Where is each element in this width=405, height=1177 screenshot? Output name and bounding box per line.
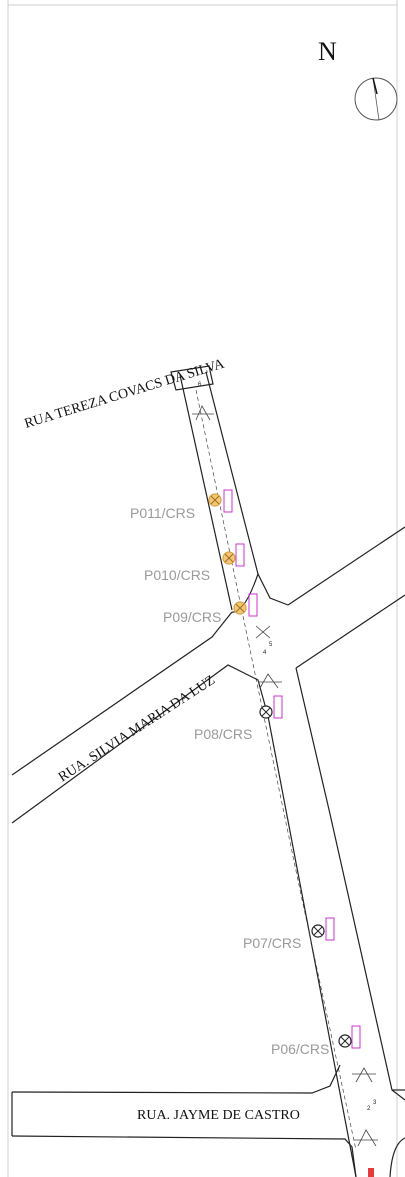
span-number: 3 <box>373 1100 377 1106</box>
pole-tag <box>273 695 283 719</box>
pole-symbol-existing-icon <box>233 601 247 615</box>
pole-tag <box>325 917 335 941</box>
north-arrow-icon <box>354 77 398 121</box>
span-number: 4 <box>263 650 267 656</box>
pole-symbol-planned-icon <box>259 705 273 719</box>
street-label-jayme: RUA. JAYME DE CASTRO <box>137 1108 300 1123</box>
pole-label: P08/CRS <box>194 726 252 742</box>
pole-tag <box>235 543 245 567</box>
pole-label: P011/CRS <box>130 505 195 521</box>
pole-label: P06/CRS <box>271 1041 329 1057</box>
anchor-symbol-icon <box>192 405 214 421</box>
pole-label: P09/CRS <box>163 609 221 625</box>
pole-symbol-existing-icon <box>208 493 222 507</box>
pole-symbol-existing-icon <box>222 551 236 565</box>
pole-tag <box>351 1025 361 1049</box>
pole-label: P07/CRS <box>243 935 301 951</box>
anchor-symbol-icon <box>352 1067 376 1083</box>
anchor-symbol-icon <box>255 625 271 639</box>
pole-symbol-planned-icon <box>311 924 325 938</box>
edge-marker <box>368 1168 374 1177</box>
pole-tag <box>248 593 258 617</box>
anchor-symbol-icon <box>354 1129 378 1147</box>
street-label-tereza: RUA TEREZA COVACS DA SILVA <box>23 356 227 431</box>
pole-tag <box>223 489 233 513</box>
span-number: 5 <box>269 642 273 648</box>
anchor-symbol-icon <box>258 673 282 689</box>
pole-label: P010/CRS <box>144 567 210 583</box>
pole-symbol-planned-icon <box>338 1034 352 1048</box>
span-number: 6 <box>198 382 202 388</box>
north-label: N <box>318 37 337 66</box>
jayme-street <box>11 1064 405 1177</box>
span-number: 2 <box>367 1106 371 1112</box>
